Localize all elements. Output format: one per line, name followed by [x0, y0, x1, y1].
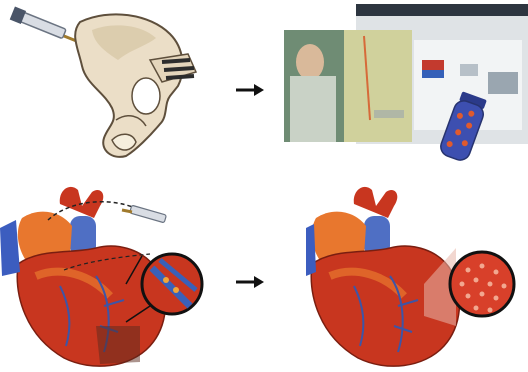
pelvis-bone-icon — [75, 14, 196, 157]
arrow-icon — [234, 272, 266, 292]
pelvis-bone-panel — [0, 0, 200, 170]
regenerated-heart-panel — [306, 176, 528, 372]
arrow-icon — [234, 80, 266, 100]
technician-photo — [284, 30, 412, 142]
lab-processing-panel — [284, 0, 528, 172]
heart-injection-panel — [0, 176, 212, 372]
